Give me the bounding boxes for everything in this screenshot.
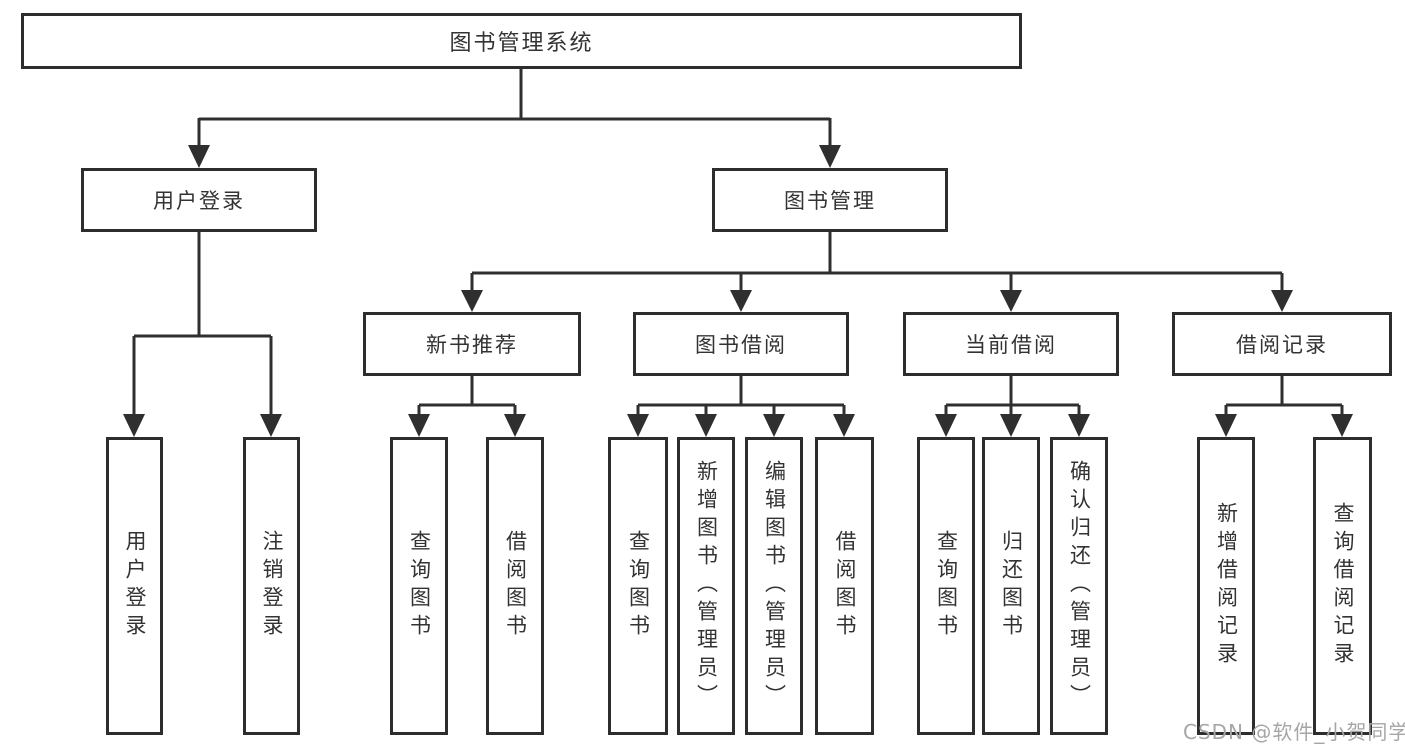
leaf-current-return-book: 归还图书 (982, 437, 1040, 735)
leaf-borrow-query-book-label: 查询图书 (626, 530, 651, 642)
leaf-current-confirm-return-label: 确认归还（管理员） (1067, 460, 1092, 712)
leaf-records-add-record-label: 新增借阅记录 (1214, 502, 1239, 670)
node-root: 图书管理系统 (21, 13, 1022, 69)
leaf-current-return-book-label: 归还图书 (999, 530, 1024, 642)
node-borrow-records: 借阅记录 (1172, 312, 1392, 376)
leaf-borrow-add-book-label: 新增图书（管理员） (694, 460, 719, 712)
leaf-current-query-book: 查询图书 (917, 437, 975, 735)
leaf-logout-label: 注销登录 (260, 530, 284, 642)
node-new-book-recommend: 新书推荐 (363, 312, 581, 376)
node-book-borrow: 图书借阅 (633, 312, 849, 376)
leaf-logout: 注销登录 (243, 437, 300, 735)
leaf-recommend-query-book: 查询图书 (390, 437, 448, 735)
node-user-login: 用户登录 (81, 168, 317, 232)
leaf-records-add-record: 新增借阅记录 (1197, 437, 1255, 735)
leaf-borrow-borrow-book: 借阅图书 (815, 437, 874, 735)
leaf-borrow-edit-book: 编辑图书（管理员） (745, 437, 803, 735)
leaf-borrow-query-book: 查询图书 (608, 437, 668, 735)
leaf-recommend-borrow-book: 借阅图书 (486, 437, 544, 735)
leaf-current-query-book-label: 查询图书 (934, 530, 959, 642)
leaf-records-query-record: 查询借阅记录 (1313, 437, 1372, 735)
leaf-user-login: 用户登录 (106, 437, 163, 735)
leaf-borrow-edit-book-label: 编辑图书（管理员） (762, 460, 787, 712)
node-current-borrow: 当前借阅 (903, 312, 1119, 376)
csdn-watermark: CSDN @软件_小贺同学 (1183, 720, 1405, 744)
leaf-recommend-borrow-book-label: 借阅图书 (503, 530, 528, 642)
leaf-user-login-label: 用户登录 (123, 530, 147, 642)
leaf-borrow-borrow-book-label: 借阅图书 (833, 530, 857, 642)
leaf-current-confirm-return: 确认归还（管理员） (1050, 437, 1108, 735)
leaf-borrow-add-book: 新增图书（管理员） (677, 437, 735, 735)
leaf-recommend-query-book-label: 查询图书 (407, 530, 432, 642)
node-book-management: 图书管理 (712, 168, 948, 232)
leaf-records-query-record-label: 查询借阅记录 (1331, 502, 1355, 670)
